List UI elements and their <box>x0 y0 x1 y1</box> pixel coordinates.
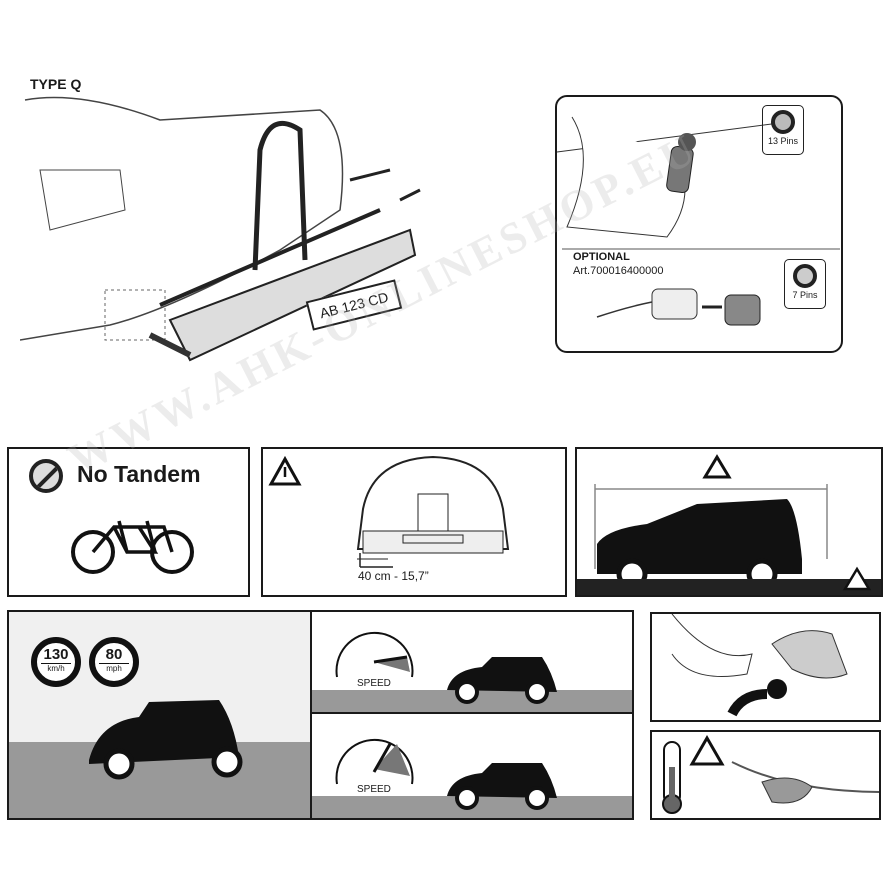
13-pin-socket-icon <box>771 110 795 134</box>
speed-gauge-panel-1: SPEED <box>310 610 634 714</box>
speed-gauge-label-1: SPEED <box>357 678 391 689</box>
7-pin-socket-icon <box>793 264 817 288</box>
temperature-warning-panel <box>650 730 881 820</box>
speed-gauge-panel-2: SPEED <box>310 712 634 820</box>
warning-icon <box>268 455 302 486</box>
mph-unit: mph <box>106 664 122 673</box>
bike-carrier-illustration: AB 123 CD <box>20 90 440 380</box>
prohibited-icon <box>29 459 63 493</box>
optional-label: OPTIONAL <box>573 251 630 263</box>
kmh-value: 130 <box>41 646 71 664</box>
no-tandem-panel: No Tandem <box>7 447 250 597</box>
speed-sign-kmh: 130 km/h <box>31 637 81 687</box>
distance-label: 40 cm - 15,7” <box>358 569 429 583</box>
7-pins-badge: 7 Pins <box>784 259 826 309</box>
13-pins-badge: 13 Pins <box>762 105 804 155</box>
car-silhouette-panel <box>575 447 883 597</box>
kmh-unit: km/h <box>47 664 65 673</box>
speed-sign-mph: 80 mph <box>89 637 139 687</box>
speed-limit-panel: 130 km/h 80 mph <box>7 610 312 820</box>
no-tandem-label: No Tandem <box>77 461 201 487</box>
tandem-bicycle-icon <box>71 520 194 574</box>
distance-panel: 40 cm - 15,7” <box>261 447 567 597</box>
13-pins-label: 13 Pins <box>767 136 799 146</box>
connector-panel: 13 Pins OPTIONAL Art.700016400000 7 Pins <box>555 95 843 353</box>
type-q-title: TYPE Q <box>30 76 82 92</box>
mph-value: 80 <box>99 646 129 664</box>
cleaning-panel <box>650 612 881 722</box>
article-number: Art.700016400000 <box>573 265 664 277</box>
7-pins-label: 7 Pins <box>792 290 818 300</box>
speed-gauge-label-2: SPEED <box>357 784 391 795</box>
